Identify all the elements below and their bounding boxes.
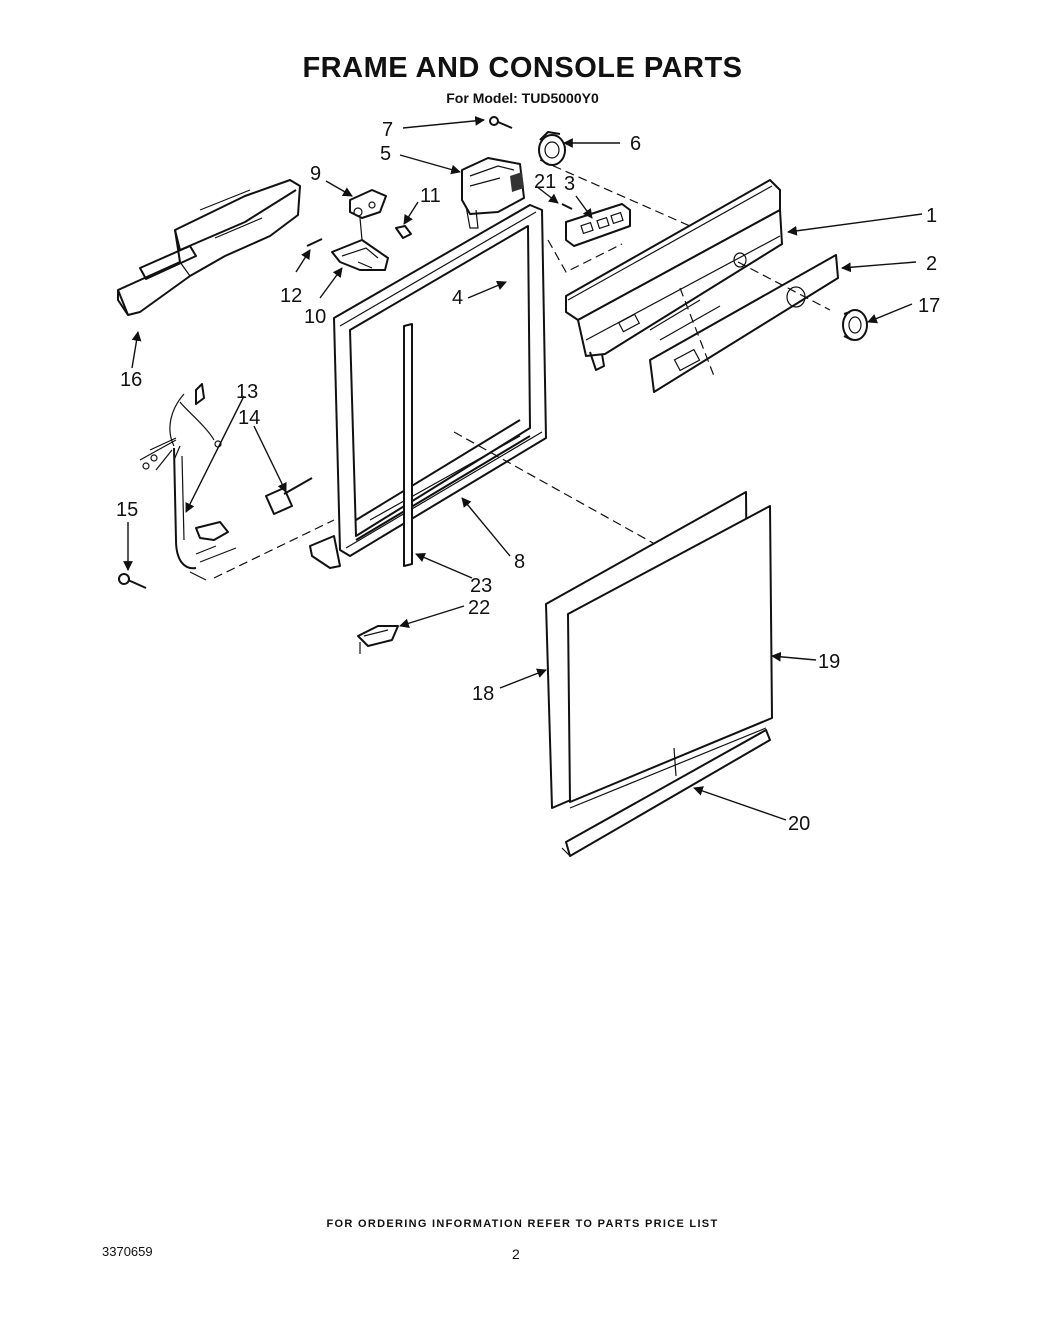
callout-19: 19 — [818, 651, 840, 673]
callout-14: 14 — [238, 407, 260, 429]
page-title: FRAME AND CONSOLE PARTS — [302, 52, 743, 84]
document-number: 3370659 — [102, 1244, 153, 1259]
callout-3: 3 — [564, 173, 575, 195]
callout-23: 23 — [470, 575, 492, 597]
part-8-door-frame — [309, 204, 547, 569]
part-13-wire-harness — [139, 383, 237, 581]
callout-8: 8 — [514, 551, 525, 573]
part-23-gasket-strip — [403, 323, 413, 567]
part-6-timer-dial — [538, 131, 566, 166]
callout-20: 20 — [788, 813, 810, 835]
callout-5: 5 — [380, 143, 391, 165]
callout-1: 1 — [926, 205, 937, 227]
part-5-control-module — [461, 157, 525, 229]
callout-labels: 7 5 6 9 21 3 11 1 2 17 12 4 10 16 13 14 … — [116, 119, 940, 835]
part-1-console-panel — [565, 179, 783, 371]
callout-21: 21 — [534, 171, 556, 193]
part-11-plug — [395, 225, 412, 239]
part-19-door-panel-inner — [567, 505, 773, 803]
callout-6: 6 — [630, 133, 641, 155]
ordering-note: FOR ORDERING INFORMATION REFER TO PARTS … — [326, 1218, 719, 1230]
callout-13: 13 — [236, 381, 258, 403]
part-3-button-panel — [565, 203, 631, 247]
callout-12: 12 — [280, 285, 302, 307]
part-16-side-cover — [117, 179, 301, 316]
part-12-pin — [306, 238, 323, 247]
callout-15: 15 — [116, 499, 138, 521]
callout-9: 9 — [310, 163, 321, 185]
callout-7: 7 — [382, 119, 393, 141]
callout-22: 22 — [468, 597, 490, 619]
callout-4: 4 — [452, 287, 463, 309]
part-9-switch — [349, 189, 387, 219]
callout-2: 2 — [926, 253, 937, 275]
part-22-clip — [357, 625, 399, 654]
part-10-bracket — [331, 239, 389, 271]
callout-17: 17 — [918, 295, 940, 317]
part-14-connector — [265, 477, 313, 515]
part-20-trim-strip — [561, 727, 771, 857]
callout-16: 16 — [120, 369, 142, 391]
part-7-screw — [489, 116, 513, 129]
part-15-screw — [118, 573, 147, 589]
callout-18: 18 — [472, 683, 494, 705]
callout-11: 11 — [420, 185, 441, 207]
leader-lines — [123, 115, 923, 821]
callout-10: 10 — [304, 306, 326, 328]
part-17-knob — [842, 309, 868, 341]
page-number: 2 — [512, 1246, 520, 1262]
model-subtitle: For Model: TUD5000Y0 — [446, 90, 599, 106]
part-21-screw — [561, 203, 573, 210]
